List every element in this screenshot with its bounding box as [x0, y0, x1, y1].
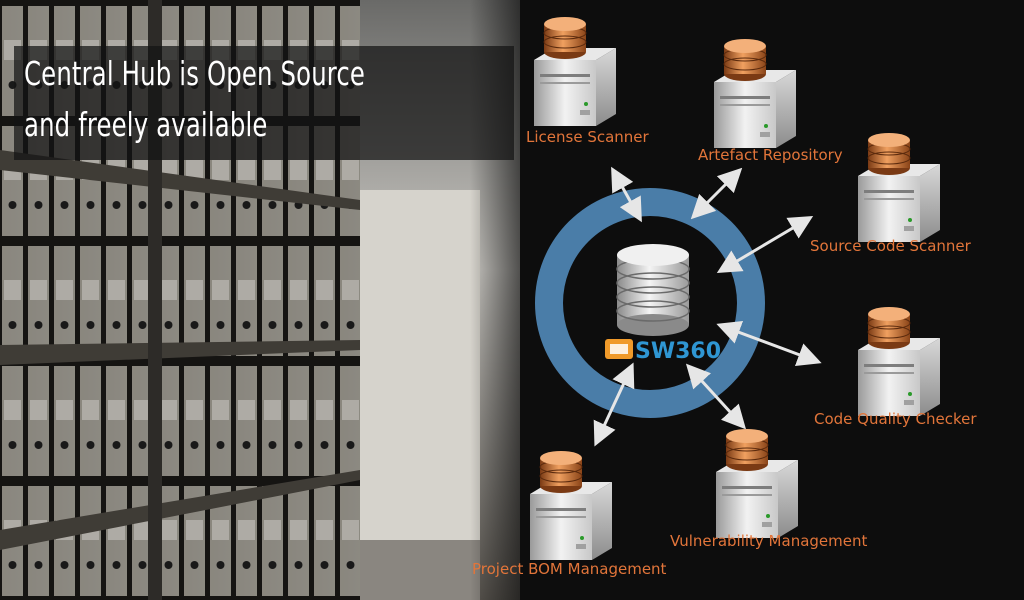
source-code-scanner-server-icon — [857, 132, 941, 243]
arrow-artefact-repository — [690, 167, 743, 220]
node-label-artefact-repository: Artefact Repository — [698, 146, 843, 164]
arrow-vulnerability-management — [685, 363, 747, 430]
vulnerability-management-server-icon — [715, 428, 799, 539]
arrow-license-scanner — [611, 166, 642, 223]
node-label-license-scanner: License Scanner — [526, 128, 650, 146]
arrow-source-code-scanner — [716, 215, 814, 274]
node-label-project-bom-management: Project BOM Management — [472, 560, 667, 578]
sw360-logo: SW360 — [605, 339, 721, 364]
node-label-vulnerability-management: Vulnerability Management — [670, 532, 867, 550]
artefact-repository-server-icon — [713, 38, 797, 149]
title-line-1: Central Hub is Open Source — [24, 54, 366, 93]
arrow-code-quality-checker — [716, 321, 822, 366]
title-banner: Central Hub is Open Source and freely av… — [14, 46, 514, 160]
central-database-icon — [616, 244, 690, 336]
project-bom-management-server-icon — [529, 450, 613, 561]
title-line-2: and freely available — [24, 105, 268, 144]
sw360-logo-text: SW360 — [635, 339, 721, 364]
node-label-source-code-scanner: Source Code Scanner — [810, 237, 972, 255]
license-scanner-server-icon — [533, 16, 617, 127]
hub-ring — [535, 188, 765, 418]
arrow-project-bom-management — [593, 362, 635, 447]
node-label-code-quality-checker: Code Quality Checker — [814, 410, 977, 428]
code-quality-checker-server-icon — [857, 306, 941, 417]
